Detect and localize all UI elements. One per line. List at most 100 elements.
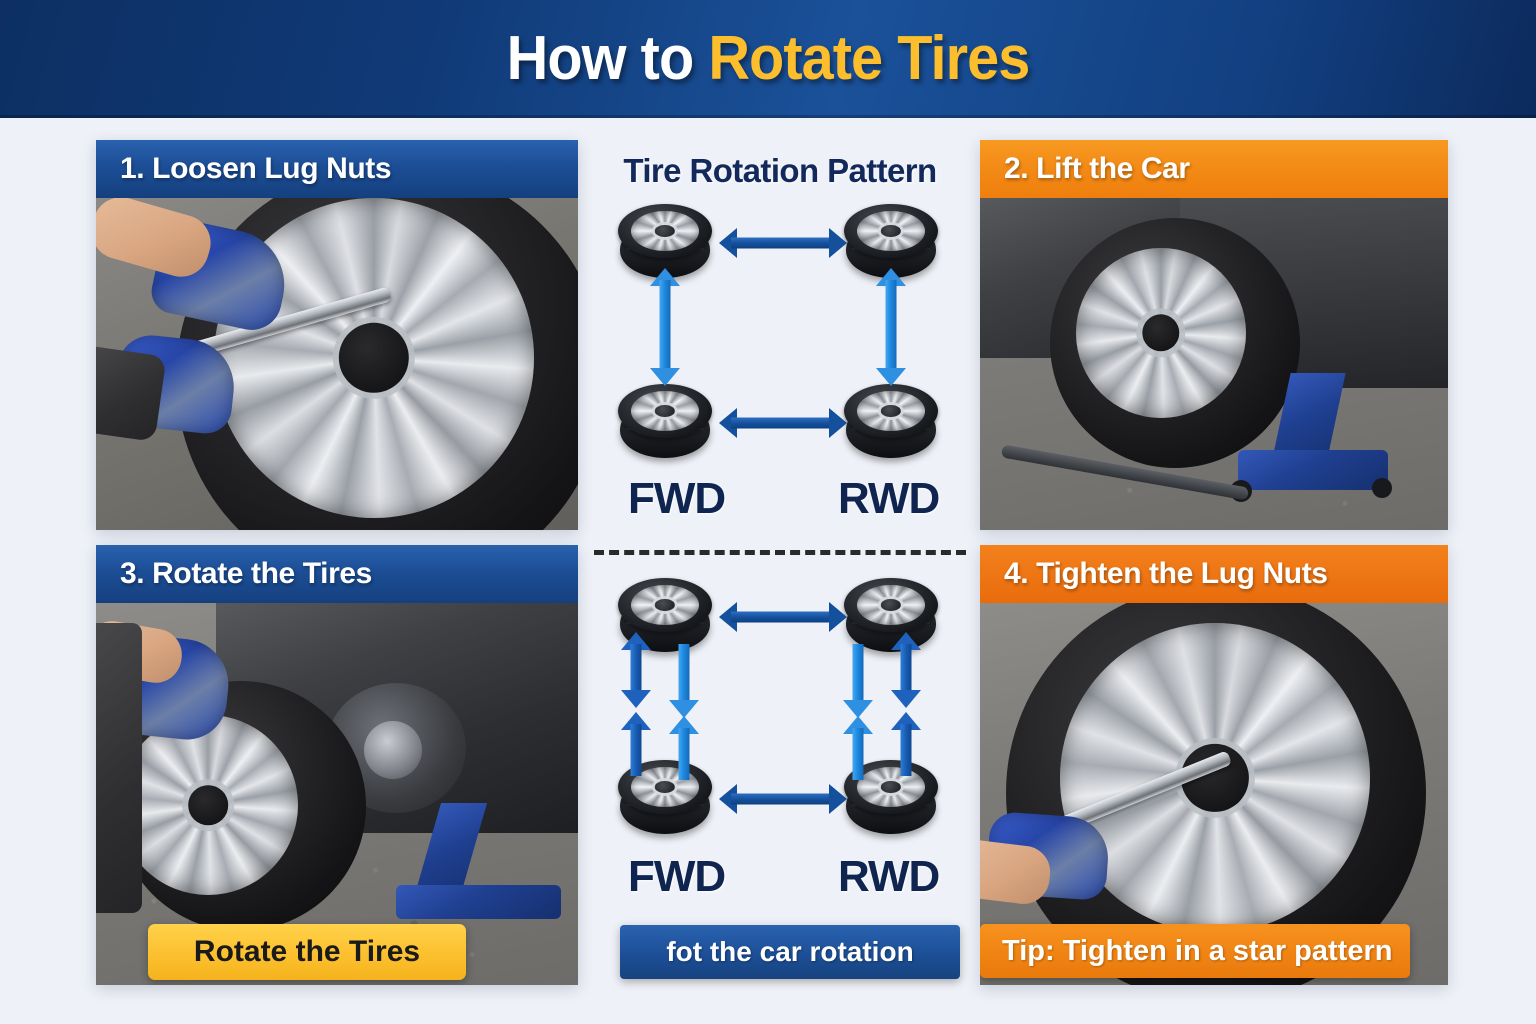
step-4-header: 4. Tighten the Lug Nuts <box>980 545 1448 603</box>
tire-hub <box>631 391 699 431</box>
rotation-diagram-bottom: FWD RWD <box>586 570 974 928</box>
arrow-head-right <box>829 228 847 258</box>
arrow-head-left <box>719 602 737 632</box>
rotation-diagram-column: Tire Rotation Pattern <box>586 138 974 928</box>
tire-icon-top-rear-right <box>844 384 938 462</box>
arrow-bottom-right-outer-up <box>891 632 921 708</box>
step-4-photo <box>980 603 1448 985</box>
tire-hub <box>857 585 925 625</box>
arrow-bottom-front-horizontal <box>719 602 847 632</box>
step-1-title: 1. Loosen Lug Nuts <box>120 152 392 185</box>
page-title-white: How to <box>506 24 709 93</box>
arrow-top-rear-horizontal <box>719 408 847 438</box>
arrow-head-right <box>829 784 847 814</box>
tire-hub <box>631 585 699 625</box>
arrow-head-top <box>621 712 651 730</box>
photo-2-wheel-rim <box>1076 248 1246 418</box>
step-panel-1[interactable]: 1. Loosen Lug Nuts <box>96 140 578 530</box>
step-3-photo <box>96 603 578 985</box>
arrow-bottom-left-outer-up <box>621 632 651 708</box>
arrow-head-left <box>719 784 737 814</box>
arrow-head-bottom <box>669 700 699 718</box>
diagram-divider <box>594 550 966 555</box>
tire-icon-top-front-right <box>844 204 938 282</box>
arrow-head-top <box>876 268 906 286</box>
arrow-shaft <box>852 728 864 780</box>
step-panel-3[interactable]: 3. Rotate the Tires Rotate the Tires <box>96 545 578 985</box>
page-header: How to Rotate Tires <box>0 0 1536 118</box>
arrow-head-right <box>829 408 847 438</box>
arrow-top-front-horizontal <box>719 228 847 258</box>
step-1-header: 1. Loosen Lug Nuts <box>96 140 578 198</box>
tire-hub <box>631 211 699 251</box>
center-caption: fot the car rotation <box>620 925 960 979</box>
photo-2-jack-base <box>1238 450 1388 490</box>
tire-face <box>618 578 712 632</box>
arrow-bottom-left-outer-down <box>621 712 651 788</box>
arrow-shaft <box>900 644 912 696</box>
arrow-bottom-right-inner-up <box>843 716 873 792</box>
step-panel-4[interactable]: 4. Tighten the Lug Nuts Tip: Tighten in … <box>980 545 1448 985</box>
arrow-shaft <box>852 644 864 706</box>
step-3-header: 3. Rotate the Tires <box>96 545 578 603</box>
arrow-bottom-rear-horizontal <box>719 784 847 814</box>
drive-label-rwd-top: RWD <box>838 474 940 523</box>
arrow-shaft <box>630 724 642 776</box>
photo-2-jack-wheel-right <box>1372 478 1392 498</box>
arrow-top-right-vertical <box>876 268 906 386</box>
arrow-head-top <box>891 712 921 730</box>
photo-3-wheel-hub <box>364 721 422 779</box>
tire-icon-bottom-rear-right <box>844 760 938 838</box>
step-panel-2[interactable]: 2. Lift the Car <box>980 140 1448 530</box>
arrow-head-bottom <box>876 368 906 386</box>
arrow-shaft <box>885 280 897 374</box>
drive-label-rwd-bottom: RWD <box>838 852 940 901</box>
step-4-title: 4. Tighten the Lug Nuts <box>1004 557 1328 590</box>
page-title: How to Rotate Tires <box>507 28 1031 90</box>
step-2-title: 2. Lift the Car <box>1004 152 1190 185</box>
tire-face <box>844 384 938 438</box>
rotation-diagram-top: FWD RWD <box>586 196 974 546</box>
drive-label-fwd-bottom: FWD <box>628 852 726 901</box>
arrow-top-left-vertical <box>650 268 680 386</box>
tire-icon-top-rear-left <box>618 384 712 462</box>
arrow-head-left <box>719 228 737 258</box>
photo-3-sleeve <box>96 623 142 913</box>
photo-1-sleeve <box>96 344 167 442</box>
photo-3-jack-base <box>396 885 561 919</box>
step-4-caption-text: Tip: Tighten in a star pattern <box>1002 934 1393 967</box>
arrow-bottom-left-inner-down <box>669 632 699 718</box>
arrow-head-bottom <box>843 700 873 718</box>
tire-face <box>844 578 938 632</box>
arrow-shaft <box>900 724 912 776</box>
arrow-head-top <box>891 632 921 650</box>
arrow-shaft <box>731 793 835 805</box>
page-title-gold: Rotate Tires <box>708 24 1030 93</box>
arrow-head-bottom <box>621 690 651 708</box>
step-3-caption-text: Rotate the Tires <box>193 935 421 968</box>
arrow-head-left <box>719 408 737 438</box>
arrow-head-right <box>829 602 847 632</box>
drive-label-fwd-top: FWD <box>628 474 726 523</box>
arrow-head-bottom <box>650 368 680 386</box>
arrow-shaft <box>659 280 671 374</box>
arrow-shaft <box>630 644 642 696</box>
arrow-head-bottom <box>891 690 921 708</box>
arrow-shaft <box>731 611 835 623</box>
arrow-head-top <box>621 632 651 650</box>
step-2-photo <box>980 198 1448 530</box>
tire-face <box>618 384 712 438</box>
tire-face <box>618 204 712 258</box>
step-1-photo <box>96 198 578 530</box>
step-3-title: 3. Rotate the Tires <box>120 557 372 590</box>
arrow-shaft <box>731 417 835 429</box>
tire-face <box>844 204 938 258</box>
arrow-shaft <box>678 644 690 706</box>
photo-4-wheel-rim <box>1060 623 1370 933</box>
step-4-caption: Tip: Tighten in a star pattern <box>980 924 1410 978</box>
arrow-head-top <box>843 716 873 734</box>
step-2-header: 2. Lift the Car <box>980 140 1448 198</box>
center-caption-text: fot the car rotation <box>666 936 914 967</box>
arrow-bottom-right-outer-down <box>891 712 921 788</box>
